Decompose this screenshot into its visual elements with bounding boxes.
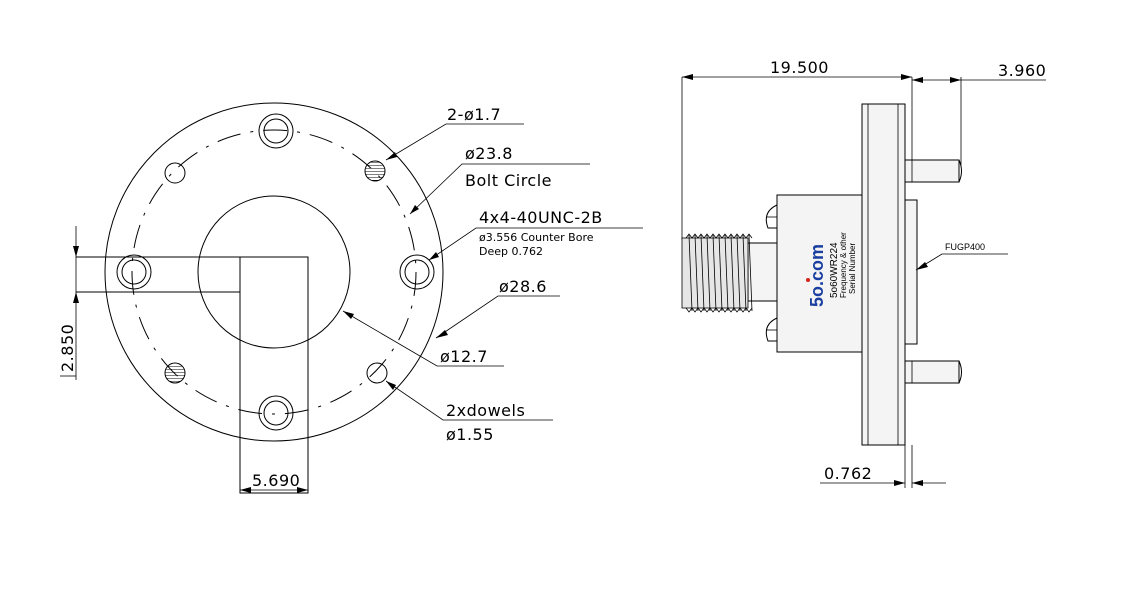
waveguide-opening bbox=[239, 256, 309, 494]
flange-type-label: FUGP400 bbox=[945, 242, 985, 252]
pin-bottom bbox=[904, 360, 960, 384]
connector-neck bbox=[747, 242, 778, 302]
side-view: 19.500 3.960 bbox=[681, 58, 1046, 488]
center-bore bbox=[197, 195, 351, 349]
front-view: 2-ø1.7 ø23.8 Bolt Circle 4x4-40UNC-2B ø3… bbox=[58, 102, 643, 494]
tapped-hole-bottom bbox=[258, 395, 294, 431]
pin-length: 3.960 bbox=[998, 61, 1046, 80]
body-label: 5o.com 5o60WR224 Frequency & other Seria… bbox=[806, 232, 857, 307]
bore-dia: ø12.7 bbox=[440, 347, 488, 366]
pin-hole-lower-left bbox=[164, 362, 186, 384]
bolt-circle-dia: ø23.8 bbox=[465, 144, 513, 163]
flange-thickness: 0.762 bbox=[824, 464, 872, 483]
label-line2: Frequency & other bbox=[839, 232, 848, 298]
flange-plate bbox=[861, 103, 906, 446]
label-line3: Serial Number bbox=[848, 243, 857, 294]
counter-bore: ø3.556 Counter Bore bbox=[479, 231, 594, 244]
dowels-dia: ø1.55 bbox=[446, 425, 494, 444]
model-number: 5o60WR224 bbox=[829, 242, 840, 298]
flange-dia: ø28.6 bbox=[499, 277, 547, 296]
sma-connector bbox=[681, 233, 753, 313]
dowel-hole-upper-left bbox=[164, 162, 186, 184]
bolt-circle-label: Bolt Circle bbox=[465, 171, 552, 190]
waveguide-height: 2.850 bbox=[58, 324, 77, 372]
holes-label: 2-ø1.7 bbox=[447, 105, 501, 124]
pin-top bbox=[904, 159, 960, 183]
brand-logo: 5o.com bbox=[807, 244, 827, 307]
deep: Deep 0.762 bbox=[479, 245, 543, 258]
waveguide-stub bbox=[904, 199, 918, 345]
waveguide-width: 5.690 bbox=[252, 471, 300, 490]
dowel-hole-lower-right bbox=[366, 362, 388, 384]
screw-bottom bbox=[765, 317, 778, 342]
flange-outline bbox=[104, 102, 444, 442]
overall-length: 19.500 bbox=[770, 58, 829, 77]
bolt-circle bbox=[131, 129, 417, 415]
thread-spec: 4x4-40UNC-2B bbox=[479, 208, 603, 227]
screw-top bbox=[765, 204, 778, 229]
brand-dot bbox=[806, 278, 810, 282]
tapped-hole-left bbox=[116, 254, 152, 290]
tapped-hole-top bbox=[258, 113, 294, 149]
tapped-hole-right bbox=[399, 254, 435, 290]
dowels-label: 2xdowels bbox=[446, 401, 525, 420]
pin-hole-upper-right bbox=[364, 160, 386, 182]
